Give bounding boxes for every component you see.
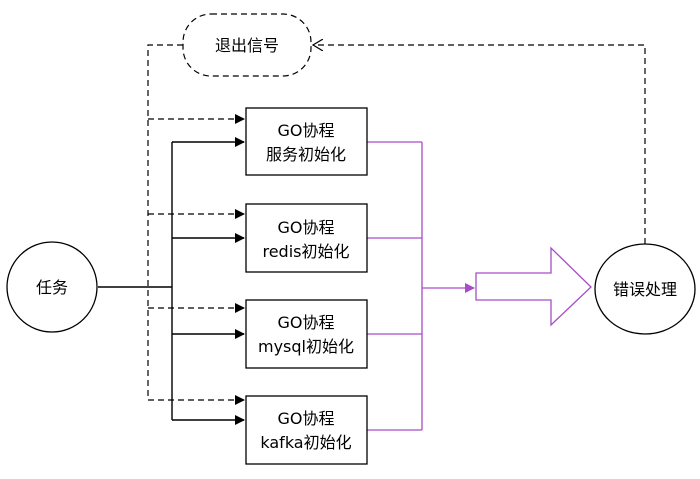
- task-node: [6, 241, 98, 333]
- error-to-exit-line: [313, 45, 646, 244]
- kafka-init-line1: GO协程: [278, 409, 335, 428]
- merge-purple-lines: [367, 141, 475, 431]
- exit-signal-dashed-lines: [147, 44, 646, 405]
- redis-init-line2: redis初始化: [262, 242, 349, 261]
- task-label: 任务: [36, 278, 68, 297]
- exit-signal-node: [182, 13, 312, 77]
- exit-signal-label: 退出信号: [215, 36, 279, 55]
- mysql-init-line1: GO协程: [278, 313, 335, 332]
- redis-init-box: GO协程 redis初始化: [245, 203, 368, 273]
- service-init-line1: GO协程: [278, 121, 335, 140]
- service-init-line2: 服务初始化: [266, 145, 346, 164]
- service-init-box: GO协程 服务初始化: [245, 107, 368, 176]
- task-solid-lines: [98, 137, 245, 425]
- exit-signal-trunk: [147, 44, 183, 400]
- kafka-init-box: GO协程 kafka初始化: [245, 395, 368, 465]
- mysql-init-box: GO协程 mysql初始化: [245, 299, 368, 369]
- block-arrow: [475, 246, 592, 327]
- error-handler-label: 错误处理: [613, 280, 677, 299]
- redis-init-line1: GO协程: [278, 218, 335, 237]
- mysql-init-line2: mysql初始化: [258, 337, 354, 356]
- error-handler-node: [594, 243, 696, 335]
- kafka-init-line2: kafka初始化: [260, 433, 351, 452]
